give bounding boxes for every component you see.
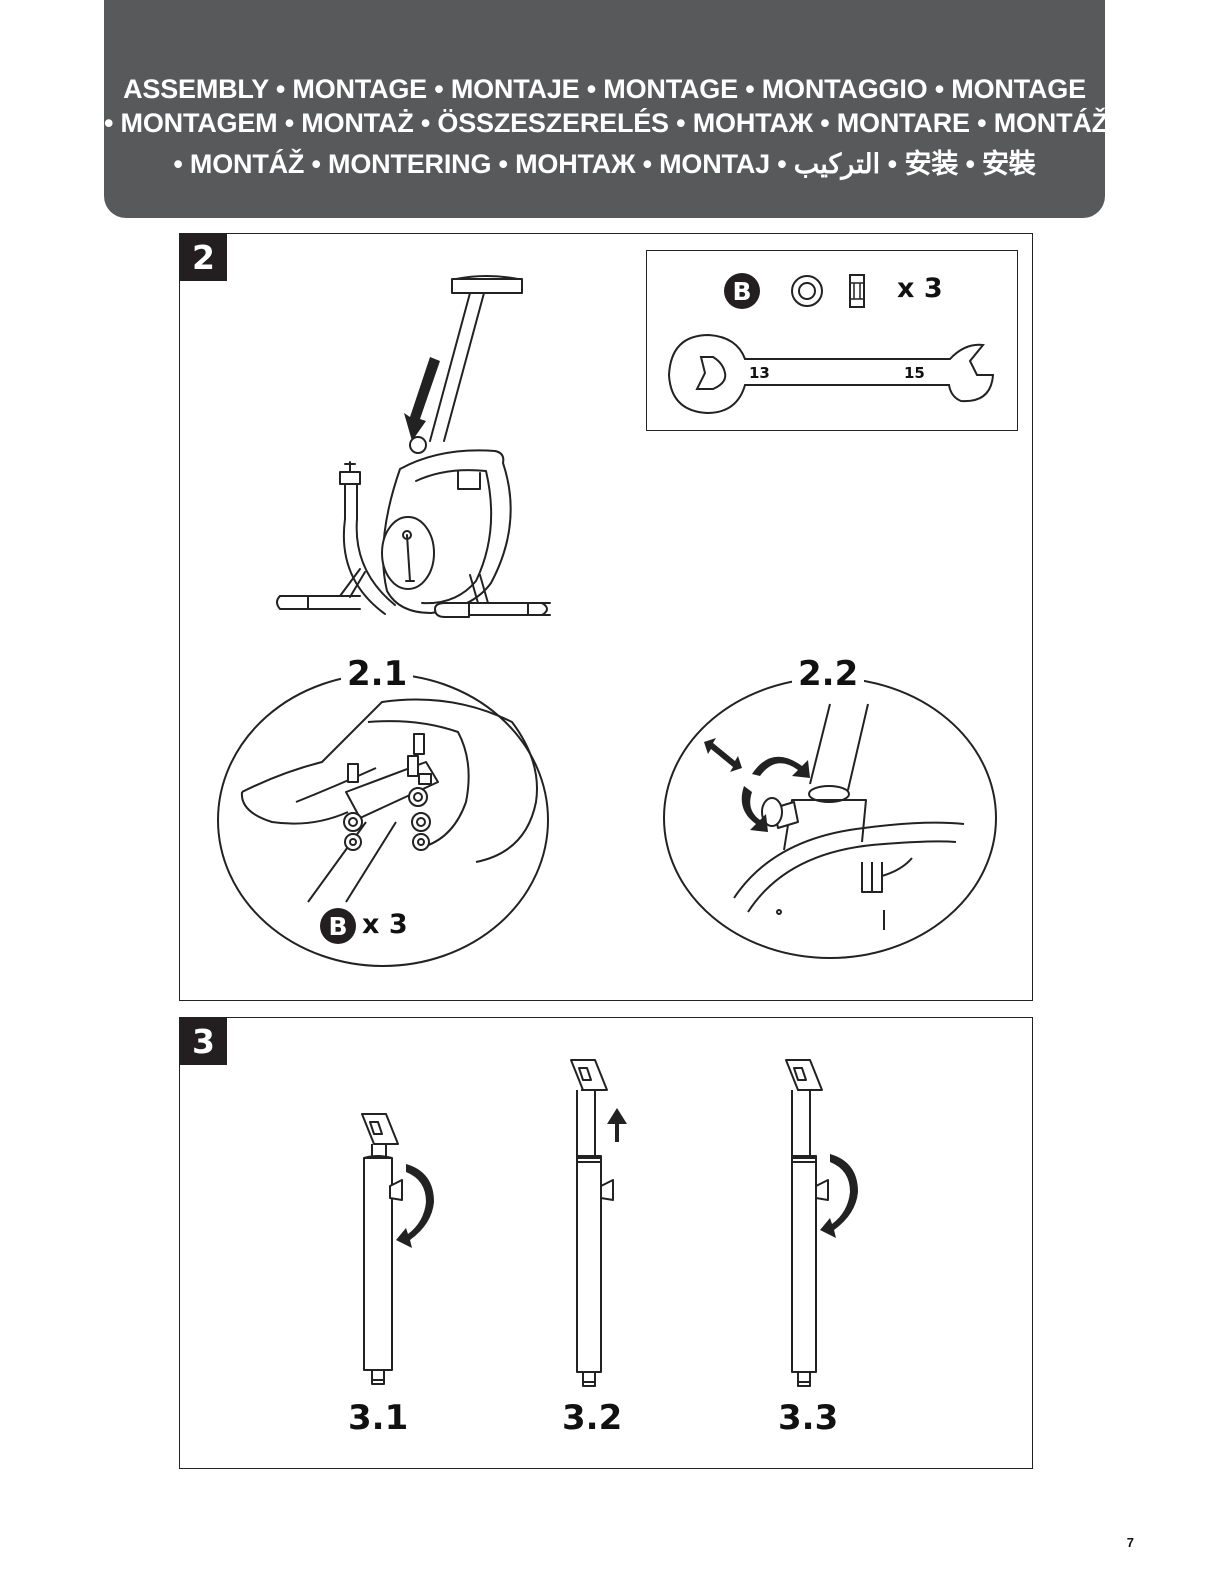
step-2-panel: 2 (179, 233, 1033, 1001)
detail-2-2-label: 2.2 (792, 654, 864, 694)
wrench-icon (665, 331, 1000, 416)
detail-2-1-quantity: x 3 (362, 909, 408, 940)
nut-icon (845, 271, 869, 311)
seat-post-3-1-illustration (350, 1108, 440, 1398)
step-3-number: 3 (180, 1018, 227, 1065)
seat-post-3-2-illustration (565, 1054, 655, 1394)
part-b-badge-icon: B (722, 271, 762, 311)
step-3-panel: 3 3.1 3.2 (179, 1017, 1033, 1469)
exercise-bike-illustration (270, 269, 570, 629)
header-title-line-1: ASSEMBLY • MONTAGE • MONTAJE • MONTAGE •… (104, 74, 1105, 105)
pull-up-arrow-icon (607, 1108, 627, 1142)
step-2-number: 2 (180, 234, 227, 281)
wrench-size-left: 13 (749, 364, 770, 382)
wrench-size-right: 15 (904, 364, 925, 382)
detail-2-1-part-b-badge-icon: B (318, 906, 358, 946)
sub-step-3-3-label: 3.3 (772, 1398, 844, 1438)
sub-step-3-2-label: 3.2 (556, 1398, 628, 1438)
page-number: 7 (1127, 1535, 1134, 1550)
detail-2-2-circle (662, 676, 998, 960)
loosen-knob-arrow-icon (396, 1164, 434, 1248)
header-banner: ASSEMBLY • MONTAGE • MONTAJE • MONTAGE •… (104, 0, 1105, 218)
detail-2-1-label: 2.1 (341, 654, 413, 694)
header-title-line-3: • MONTÁŽ • MONTERING • MOHTAЖ • MONTAJ •… (104, 142, 1105, 181)
part-b-letter: B (732, 277, 751, 306)
seat-post-3-3-illustration (780, 1054, 870, 1394)
parts-and-tools-box: B x 3 13 15 (646, 250, 1018, 431)
sub-step-3-1-label: 3.1 (342, 1398, 414, 1438)
header-title-line-2: • MONTAGEM • MONTAŻ • ÖSSZESZERELÉS • MO… (104, 108, 1105, 139)
parts-quantity: x 3 (897, 273, 943, 304)
insert-direction-arrow (404, 357, 440, 441)
detail-2-1-badge-letter: B (328, 912, 347, 941)
washer-icon (789, 273, 825, 309)
